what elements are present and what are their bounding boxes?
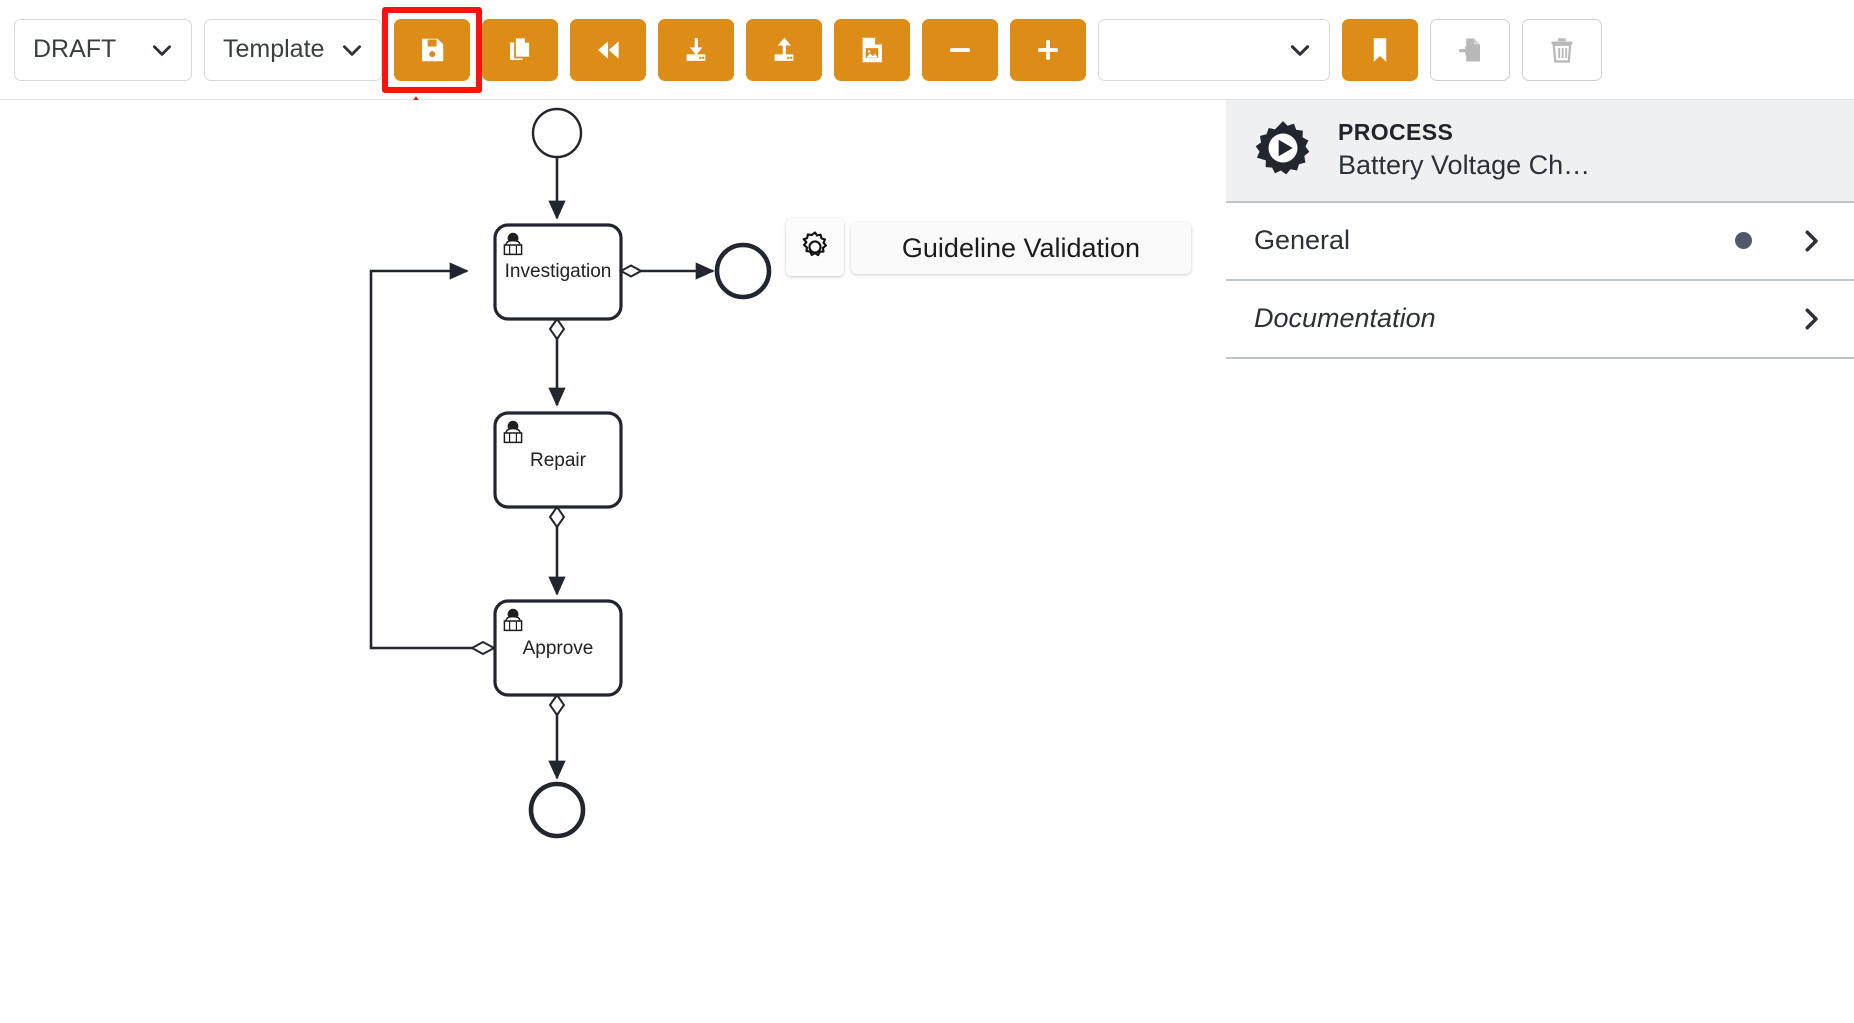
upload-tray-icon [774,37,794,61]
status-select-value: DRAFT [33,35,117,63]
properties-element-name: Battery Voltage Ch… [1338,149,1591,180]
type-select[interactable]: Template [204,18,382,81]
properties-panel: PROCESS Battery Voltage Ch… General Docu… [1226,100,1854,359]
save-button-wrapper [382,6,482,93]
bookmark-button[interactable] [1342,18,1418,81]
gear-play-icon [1254,119,1312,182]
guideline-validation-chip[interactable]: Guideline Validation [851,222,1191,274]
user-task-person-icon [503,420,523,444]
save-disk-icon [422,38,444,61]
status-select[interactable]: DRAFT [14,18,192,81]
properties-header-text: PROCESS Battery Voltage Ch… [1338,118,1590,183]
zoom-in-button[interactable] [1010,18,1086,81]
properties-row-general-label: General [1254,225,1351,255]
copy-button[interactable] [482,18,558,81]
task-repair-label: Repair [530,450,587,471]
conditional-marker-diamond [469,640,497,656]
conditional-marker-diamond [548,505,566,529]
rewind-double-arrow-icon [598,40,619,59]
flow-approve-to-investigation-loopback [369,262,489,650]
chevron-right-icon [1796,304,1826,334]
version-select[interactable] [1098,18,1330,81]
download-button[interactable] [658,18,734,81]
rewind-button[interactable] [570,18,646,81]
copy-documents-icon [510,36,531,60]
save-button[interactable] [394,18,470,81]
end-event-right-node [714,242,772,300]
start-event-node [531,107,583,159]
task-investigation-label: Investigation [505,261,612,282]
properties-element-kind: PROCESS [1338,119,1454,145]
delete-button[interactable] [1522,18,1602,81]
conditional-marker-diamond [548,317,566,341]
guideline-validation-label: Guideline Validation [901,232,1141,263]
task-approve-label: Approve [523,638,594,659]
bpmn-diagram: Investigation Repair [369,107,772,839]
chevron-right-icon [1796,226,1826,256]
conditional-marker-diamond [548,693,566,717]
user-task-person-icon [503,608,523,632]
canvas-settings-gear[interactable] [786,218,844,276]
top-toolbar: DRAFT Template [0,0,1854,100]
upload-button[interactable] [746,18,822,81]
chevron-down-icon [149,37,175,63]
chevron-down-icon [339,37,365,63]
download-tray-icon [686,37,706,61]
bookmark-icon [1373,37,1387,62]
properties-row-documentation[interactable]: Documentation [1226,280,1854,359]
chevron-down-icon [1287,37,1313,63]
end-event-bottom-node [528,781,586,839]
trash-icon [1551,37,1573,63]
plus-icon [1038,39,1058,60]
minus-icon [950,47,970,52]
conditional-marker-diamond [618,264,644,278]
export-image-button[interactable] [834,18,910,81]
gear-icon [802,231,827,257]
zoom-out-button[interactable] [922,18,998,81]
file-import-arrow-icon [1459,38,1480,61]
properties-row-general[interactable]: General [1226,202,1854,281]
user-task-person-icon [503,232,523,256]
image-file-icon [862,37,882,62]
properties-row-documentation-label: Documentation [1254,303,1436,333]
properties-panel-header: PROCESS Battery Voltage Ch… [1226,100,1854,203]
import-file-button[interactable] [1430,18,1510,81]
status-badge-dot [1735,232,1752,249]
type-select-value: Template [223,35,325,63]
